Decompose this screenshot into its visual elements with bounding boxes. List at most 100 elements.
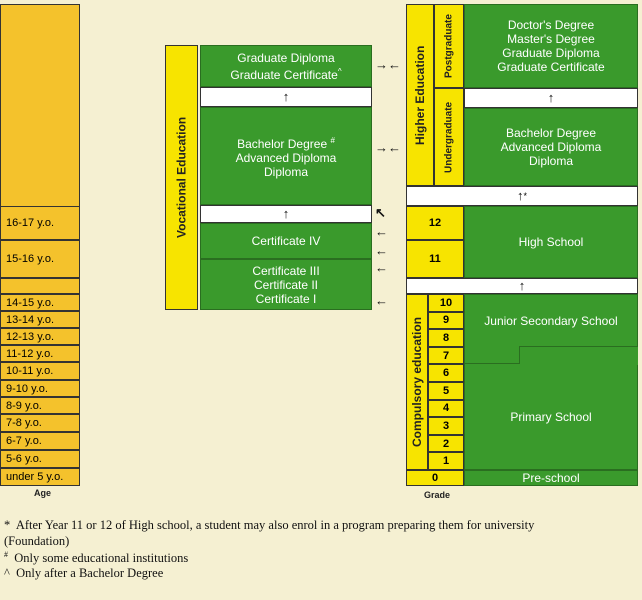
grade-row: 6 bbox=[428, 364, 464, 382]
age-row: 10-11 y.o. bbox=[0, 362, 80, 380]
post-line2: Master's Degree bbox=[507, 32, 595, 46]
grade-row: 3 bbox=[428, 417, 464, 435]
age-row: 14-15 y.o. bbox=[0, 294, 80, 311]
age-row: 12-13 y.o. bbox=[0, 328, 80, 345]
vocational-cert-line1: Certificate III bbox=[252, 263, 320, 278]
vocational-bach-line2: Advanced Diploma bbox=[235, 150, 337, 165]
grade-row: 7 bbox=[428, 346, 464, 365]
grade-row: 2 bbox=[428, 434, 464, 453]
age-row: 8-9 y.o. bbox=[0, 397, 80, 414]
up-arrow-icon: ↑ bbox=[282, 89, 290, 104]
age-caption: Age bbox=[34, 488, 52, 498]
diagonal-arrow-icon: ↖ bbox=[375, 205, 386, 220]
left-arrow-icon: ← bbox=[375, 260, 388, 275]
up-arrow-icon: ↑ bbox=[516, 188, 524, 203]
double-arrow-icon: →← bbox=[375, 57, 401, 72]
vocational-bach-mark: # bbox=[330, 135, 335, 145]
vocational-bar: Vocational Education bbox=[165, 45, 198, 310]
higher-gap-2: ↑* bbox=[406, 186, 638, 206]
vocational-cert-line3: Certificate I bbox=[255, 291, 317, 306]
vocational-cert4-box: Certificate IV bbox=[200, 223, 372, 259]
grade-row: 1 bbox=[428, 452, 464, 470]
preschool-box: Pre-school bbox=[464, 470, 638, 486]
note-caret-mark: ^ bbox=[4, 566, 10, 580]
age-row: 5-6 y.o. bbox=[0, 450, 80, 468]
junior-step-line bbox=[519, 346, 638, 347]
up-arrow-icon: ↑ bbox=[547, 90, 555, 105]
note-hash-mark: # bbox=[4, 550, 8, 559]
junior-secondary-label: Junior Secondary School bbox=[484, 313, 618, 328]
under-line3: Diploma bbox=[528, 154, 573, 168]
vocational-gap-1: ↑ bbox=[200, 87, 372, 107]
primary-school-label: Primary School bbox=[510, 409, 592, 424]
under-line2: Advanced Diploma bbox=[500, 140, 602, 154]
note-hash-text: Only some educational institutions bbox=[14, 551, 189, 566]
vocational-cert-box: Certificate III Certificate II Certifica… bbox=[200, 259, 372, 310]
note-star-text: After Year 11 or 12 of High school, a st… bbox=[15, 518, 535, 532]
higher-label: Higher Education bbox=[413, 45, 427, 145]
higher-bar: Higher Education bbox=[406, 4, 434, 186]
vocational-grad-mark: ^ bbox=[337, 66, 342, 76]
grade-row: 9 bbox=[428, 311, 464, 330]
post-line4: Graduate Certificate bbox=[497, 60, 605, 74]
left-arrow-icon: ← bbox=[375, 293, 388, 308]
left-arrow-icon: ← bbox=[375, 243, 388, 258]
junior-step bbox=[464, 346, 519, 364]
note-star-cont: (Foundation) bbox=[4, 534, 70, 548]
undergrad-bar: Undergraduate bbox=[434, 88, 464, 186]
grade-12: 12 bbox=[406, 206, 464, 240]
grade-row: 4 bbox=[428, 399, 464, 418]
primary-top-fill bbox=[520, 347, 638, 365]
note-star: * After Year 11 or 12 of High school, a … bbox=[4, 518, 640, 533]
age-row: 16-17 y.o. bbox=[0, 206, 80, 240]
postgrad-label: Postgraduate bbox=[443, 14, 455, 78]
vocational-cert-line2: Certificate II bbox=[253, 277, 319, 292]
higher-gap-1: ↑ bbox=[464, 88, 638, 108]
undergrad-box: Bachelor Degree Advanced Diploma Diploma bbox=[464, 108, 638, 186]
vocational-cert4: Certificate IV bbox=[251, 234, 321, 248]
double-arrow-icon: →← bbox=[375, 140, 401, 155]
high-school-label: High School bbox=[518, 235, 584, 249]
up-arrow-icon: ↑ bbox=[282, 206, 290, 221]
post-line3: Graduate Diploma bbox=[502, 46, 600, 60]
compulsory-label: Compulsory education bbox=[410, 317, 424, 448]
vocational-bach-line3: Diploma bbox=[263, 164, 308, 179]
grade-caption: Grade bbox=[424, 490, 451, 500]
school-gap: ↑ bbox=[406, 278, 638, 294]
postgrad-bar: Postgraduate bbox=[434, 4, 464, 88]
preschool-label: Pre-school bbox=[522, 471, 580, 485]
under-line1: Bachelor Degree bbox=[505, 126, 597, 140]
star-mark: * bbox=[523, 191, 527, 201]
grade-row: 10 bbox=[428, 294, 464, 312]
vocational-gap-2: ↑ bbox=[200, 205, 372, 223]
left-arrow-icon: ← bbox=[375, 224, 388, 239]
note-caret: ^ Only after a Bachelor Degree bbox=[4, 566, 163, 581]
junior-secondary-box: Junior Secondary School bbox=[464, 294, 638, 346]
age-row: 6-7 y.o. bbox=[0, 432, 80, 450]
age-row: 7-8 y.o. bbox=[0, 414, 80, 432]
high-school-box: High School bbox=[464, 206, 638, 278]
grade-row: 5 bbox=[428, 382, 464, 400]
age-row: under 5 y.o. bbox=[0, 468, 80, 486]
grade-0: 0 bbox=[406, 470, 464, 486]
primary-top-line bbox=[464, 363, 520, 364]
vocational-graduate-box: Graduate Diploma Graduate Certificate^ bbox=[200, 45, 372, 87]
age-row: 13-14 y.o. bbox=[0, 311, 80, 328]
grade-row: 8 bbox=[428, 329, 464, 347]
postgrad-box: Doctor's Degree Master's Degree Graduate… bbox=[464, 4, 638, 88]
note-hash: # Only some educational institutions bbox=[4, 550, 188, 566]
up-arrow-icon: ↑ bbox=[518, 278, 526, 293]
age-row: 15-16 y.o. bbox=[0, 240, 80, 278]
post-line1: Doctor's Degree bbox=[507, 18, 595, 32]
age-row: 11-12 y.o. bbox=[0, 345, 80, 362]
vocational-bach-line1: Bachelor Degree bbox=[237, 136, 328, 151]
junior-step-vline bbox=[519, 346, 520, 364]
primary-school-box: Primary School bbox=[464, 364, 638, 470]
vocational-label: Vocational Education bbox=[174, 116, 189, 239]
age-row: 9-10 y.o. bbox=[0, 380, 80, 397]
vocational-grad-line2: Graduate Certificate bbox=[230, 67, 338, 82]
compulsory-bar: Compulsory education bbox=[406, 294, 428, 470]
grade-11: 11 bbox=[406, 240, 464, 278]
vocational-bachelor-box: Bachelor Degree # Advanced Diploma Diplo… bbox=[200, 107, 372, 205]
vocational-grad-line1: Graduate Diploma bbox=[237, 50, 335, 65]
